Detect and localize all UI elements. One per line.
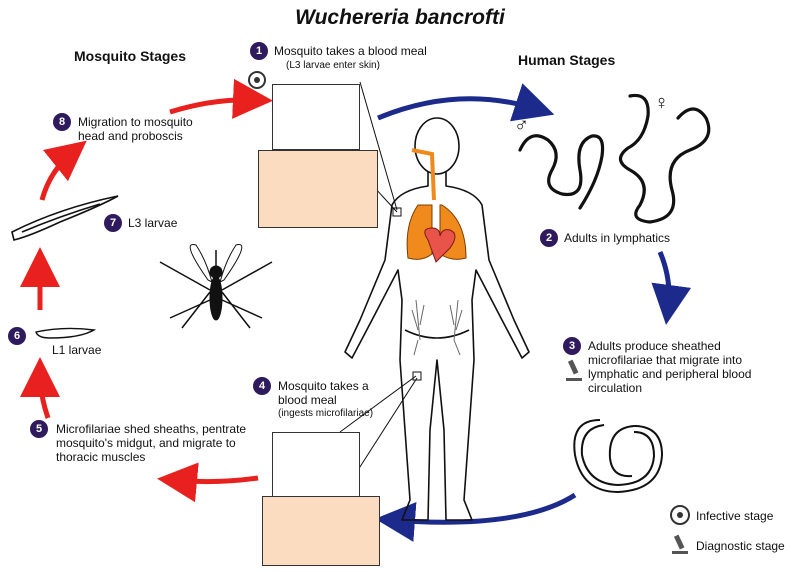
female-symbol: ♀ <box>654 92 669 114</box>
step-badge-8: 8 <box>53 113 71 131</box>
step-2-text: Adults in lymphatics <box>564 231 671 245</box>
arrow-5-to-6 <box>20 357 61 419</box>
mosquito-icon <box>159 243 273 329</box>
step-badge-4: 4 <box>253 377 271 395</box>
arrow-3-to-4 <box>375 492 577 542</box>
l3-larva-icon <box>11 195 119 241</box>
step-4-text: Mosquito takes a blood meal <box>278 379 369 407</box>
microfilaria-coil <box>573 419 664 494</box>
legend-infective-label: Infective stage <box>696 509 774 523</box>
diagram-title: Wuchereria bancrofti <box>295 6 505 29</box>
human-body <box>344 117 530 521</box>
step-badge-1: 1 <box>250 42 268 60</box>
step-3-text: Adults produce sheathed microfilariae th… <box>588 339 752 395</box>
step-1-subtext: (L3 larvae enter skin) <box>286 60 380 71</box>
section-human-stages: Human Stages <box>518 52 616 68</box>
step-badge-3: 3 <box>563 337 581 355</box>
adult-worms <box>518 93 711 224</box>
step-6-text: L1 larvae <box>52 343 102 357</box>
arrow-1-to-2 <box>377 83 555 122</box>
arrow-8-to-1 <box>169 78 273 119</box>
step-badge-2: 2 <box>540 229 558 247</box>
section-mosquito-stages: Mosquito Stages <box>74 48 187 64</box>
trachea-icon <box>411 148 436 201</box>
step-badge-7: 7 <box>104 214 122 232</box>
arrow-2-to-3 <box>651 251 692 325</box>
biohazard-icon <box>248 71 266 89</box>
l1-larva-icon <box>35 327 97 339</box>
inset-mosquito-feeding-1 <box>272 84 360 150</box>
inset-mosquito-feeding-4 <box>272 432 360 498</box>
lymphatic-vessels <box>411 299 463 356</box>
male-symbol: ♂ <box>514 114 529 136</box>
step-5-text: Microfilariae shed sheaths, pentrate mos… <box>56 422 247 464</box>
step-badge-5: 5 <box>30 420 48 438</box>
legend-biohazard-icon <box>670 505 690 525</box>
inset-l3-larva <box>258 150 378 228</box>
step-1-text: Mosquito takes a blood meal <box>274 44 427 58</box>
microscope-icon <box>566 359 582 381</box>
step-badge-6: 6 <box>8 327 26 345</box>
arrow-7-to-8 <box>39 140 87 201</box>
arrow-4-to-5 <box>157 462 259 503</box>
heart-icon <box>424 227 456 263</box>
legend-diagnostic-label: Diagnostic stage <box>696 539 785 553</box>
step-7-text: L3 larvae <box>128 216 178 230</box>
step-8-text: Migration to mosquito head and proboscis <box>78 115 193 143</box>
legend-microscope-icon <box>672 534 688 554</box>
inset-microfilaria <box>262 496 380 566</box>
step-4-subtext: (ingests microfilariae) <box>278 408 374 419</box>
